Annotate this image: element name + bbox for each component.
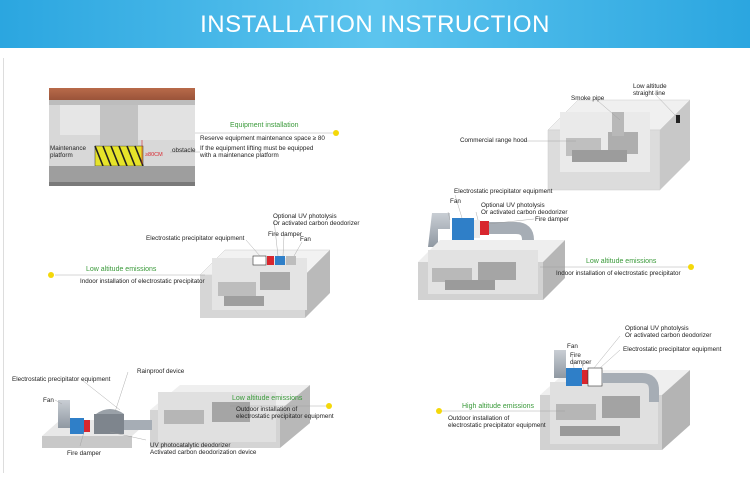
fire-damper-label: Fire damper [268,231,302,238]
optional-uv-line1: Optional UV photolysis [625,325,689,332]
dimension-label: ≥80CM [145,152,163,158]
smoke-pipe-label: Smoke pipe [571,95,605,102]
uv-deodorizer-label: UV photocatalytic deodorizer [150,442,231,449]
esp-equipment-label: Electrostatic precipitator equipment [454,188,553,195]
marker-dot [326,403,332,409]
optional-uv-line1: Optional UV photolysis [481,202,545,209]
low-altitude-emissions-label: Low altitude emissions [86,266,157,273]
indoor-installation-label: Indoor installation of electrostatic pre… [556,270,681,277]
panel5-illustration [42,385,310,448]
outdoor-installation-line2: electrostatic precipitator equipment [236,413,334,420]
optional-uv-line2: Or activated carbon deodorizer [481,209,568,216]
low-altitude-emissions-label: Low altitude emissions [586,258,657,265]
marker-dot [333,130,339,136]
marker-dot [48,272,54,278]
maintenance-platform-line2: platform [50,152,73,159]
fan-label: Fan [300,236,311,243]
outdoor-installation-line2: electrostatic precipitator equipment [448,422,546,429]
esp-equipment-label: Electrostatic precipitator equipment [146,235,245,242]
fire-damper-line2: damper [570,359,592,366]
commercial-range-hood-label: Commercial range hood [460,137,528,144]
panel3-illustration [199,249,331,318]
indoor-installation-label: Indoor installation of electrostatic pre… [80,278,205,285]
equipment-installation-label: Equipment installation [230,122,299,129]
optional-uv-line1: Optional UV photolysis [273,213,337,220]
optional-uv-line2: Or activated carbon deodorizer [625,332,712,339]
outdoor-installation-line1: Outdoor installation of [236,406,298,413]
fan-label: Fan [567,343,578,350]
outdoor-installation-line1: Outdoor installation of [448,415,510,422]
fire-damper-label: Fire damper [67,450,101,457]
maintenance-platform-line1: Maintenance [50,145,87,152]
fire-damper-line1: Fire [570,352,581,359]
low-altitude-straight-line2: straight line [633,90,666,97]
low-altitude-straight-line1: Low altitude [633,83,667,90]
left-divider [3,58,4,473]
marker-dot [436,408,442,414]
panel1-illustration [49,88,195,186]
esp-equipment-label: Electrostatic precipitator equipment [623,346,722,353]
fire-damper-label: Fire damper [535,216,569,223]
esp-equipment-label: Electrostatic precipitator equipment [12,376,111,383]
reserve-space-label: Reserve equipment maintenance space ≥ 80 [200,135,325,142]
lifting-note-line2: with a maintenance platform [200,152,279,159]
fan-label: Fan [43,397,54,404]
panel6-illustration [540,350,690,450]
panel2-illustration [547,99,691,191]
page-title: INSTALLATION INSTRUCTION [200,11,550,38]
high-altitude-emissions-label: High altitude emissions [462,403,534,410]
rainproof-device-label: Rainproof device [137,368,185,375]
fan-label: Fan [450,198,461,205]
carbon-device-label: Activated carbon deodorization device [150,449,257,456]
low-altitude-emissions-label: Low altitude emissions [232,395,303,402]
header-banner [0,0,750,48]
optional-uv-line2: Or activated carbon deodorizer [273,220,360,227]
lifting-note-line1: If the equipment lifting must be equippe… [200,145,314,152]
marker-dot [688,264,694,270]
obstacle-label: obstacle [172,147,196,154]
panel4-illustration [418,213,565,300]
